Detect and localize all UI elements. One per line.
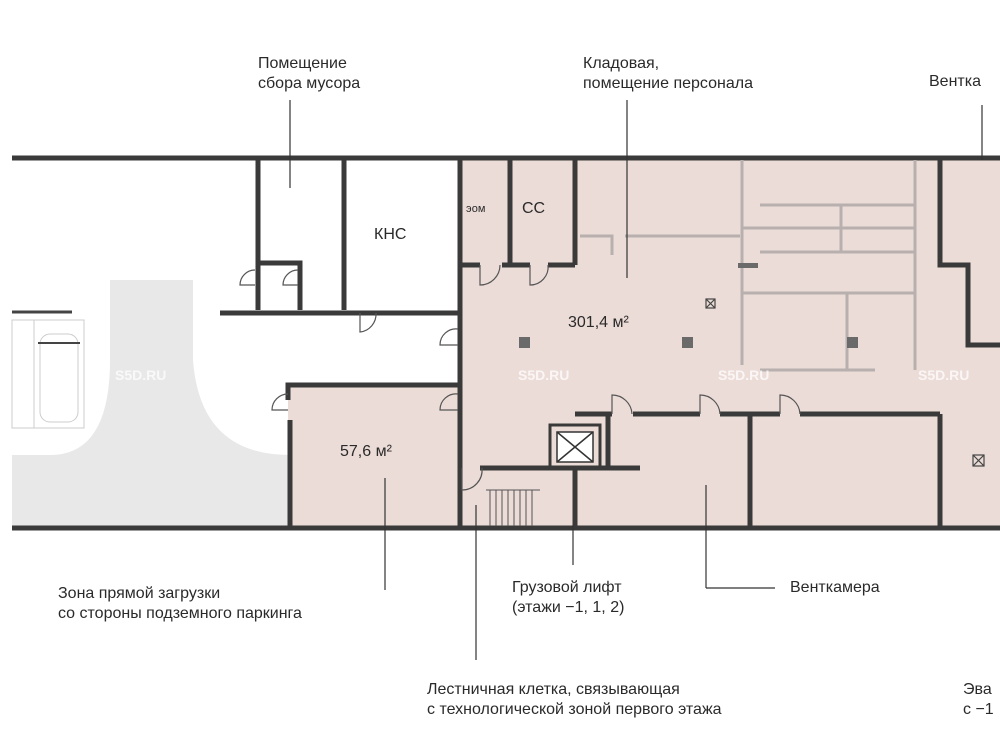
callout-storage: Кладовая, помещение персонала	[583, 54, 753, 94]
parking-spots	[11, 319, 85, 429]
partitions	[580, 160, 917, 372]
callout-line: (этажи −1, 1, 2)	[512, 599, 625, 616]
vent-shafts	[705, 298, 985, 467]
walls	[12, 155, 1000, 531]
callout-line: Грузовой лифт	[512, 579, 622, 596]
callout-loading: Зона прямой загрузки со стороны подземно…	[58, 584, 302, 624]
watermark: S5D.RU	[518, 367, 570, 383]
callout-line: со стороны подземного паркинга	[58, 605, 302, 622]
small-area-label: 57,6 м²	[340, 443, 392, 460]
callout-line: Эва	[963, 681, 992, 698]
callout-garbage: Помещение сбора мусора	[258, 54, 360, 94]
main-room-fill	[460, 160, 940, 526]
watermark: S5D.RU	[918, 367, 970, 383]
room-label-kns: КНС	[374, 226, 407, 243]
watermark: S5D.RU	[718, 367, 770, 383]
main-area-label: 301,4 м²	[568, 314, 629, 331]
ramp	[12, 280, 290, 526]
callout-vent-top: Вентка	[929, 73, 981, 90]
callout-stairs: Лестничная клетка, связывающая с техноло…	[427, 680, 722, 720]
stairs	[486, 489, 540, 526]
callout-ventchamber: Венткамера	[790, 579, 880, 596]
callout-line: помещение персонала	[583, 75, 753, 92]
callout-line: Лестничная клетка, связывающая	[427, 681, 680, 698]
callout-line: Помещение	[258, 55, 347, 72]
callout-line: с −1	[963, 701, 994, 718]
callout-line: Кладовая,	[583, 55, 660, 72]
callout-evac: Эва с −1	[963, 680, 994, 720]
watermark: S5D.RU	[115, 367, 167, 383]
callout-line: сбора мусора	[258, 75, 361, 92]
room-label-eom: эом	[466, 203, 486, 215]
callout-line: с технологической зоной первого этажа	[427, 701, 722, 718]
small-room-fill	[288, 385, 460, 526]
callout-line: Зона прямой загрузки	[58, 585, 221, 602]
watermark: S5D.RU	[318, 367, 370, 383]
elevator-shaft	[556, 431, 594, 463]
doors	[239, 264, 801, 491]
room-label-ss: СС	[522, 200, 546, 217]
columns	[519, 263, 858, 348]
callout-lift: Грузовой лифт (этажи −1, 1, 2)	[512, 578, 624, 618]
leader-lines	[289, 100, 983, 660]
